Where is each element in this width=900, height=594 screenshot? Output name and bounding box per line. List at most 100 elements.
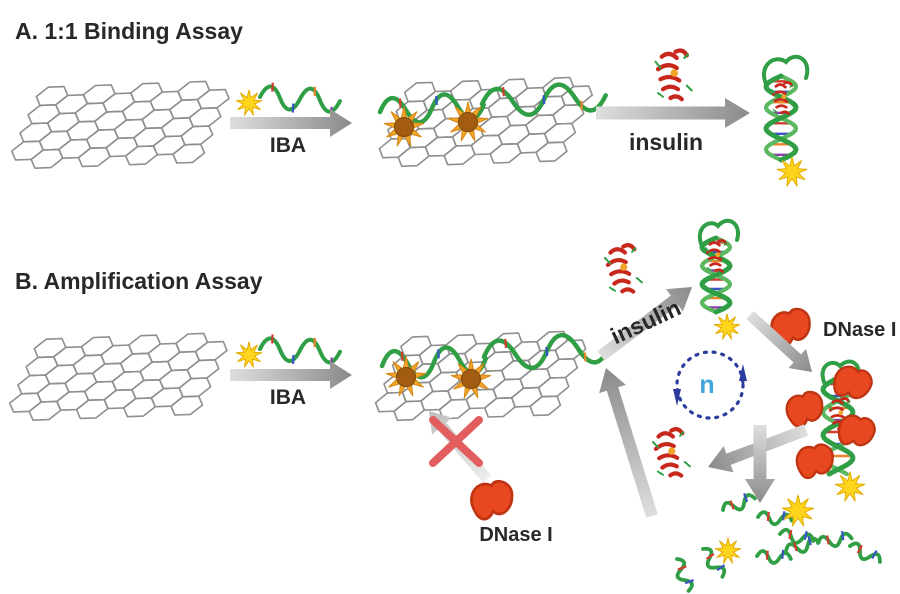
hexagon-cell	[167, 350, 201, 372]
reaction-arrow	[746, 310, 813, 372]
hexagon-cell	[492, 378, 525, 400]
base-tick	[677, 565, 687, 571]
hexagon-cell	[525, 114, 558, 135]
hexagon-cell	[147, 342, 181, 363]
base-tick	[826, 535, 830, 545]
insulin-addition-arrow	[596, 98, 750, 128]
iba-addition-arrow	[230, 361, 352, 389]
hexagon-cell	[449, 80, 483, 101]
released-insulin-molecule	[651, 427, 691, 478]
dnase-label-blocked: DNase I	[479, 524, 552, 546]
aptamer-strand	[481, 332, 612, 371]
base-tick	[743, 493, 749, 503]
amplification-cycle	[673, 350, 747, 420]
hexagon-cell	[72, 354, 106, 375]
aptamer-strand	[479, 82, 608, 117]
hexagon-cell	[483, 396, 516, 418]
hexagon-cell	[8, 392, 43, 413]
hexagon-cell	[424, 136, 457, 157]
dna-fragment	[784, 536, 821, 554]
hexagon-cell	[482, 350, 515, 372]
hexagon-cell	[85, 128, 119, 149]
hexagon-cell	[178, 377, 212, 398]
hexagon-cell	[113, 118, 147, 140]
hexagon-cell	[75, 398, 109, 420]
dnase-bound-complex	[785, 359, 876, 502]
graphene-iba-complex	[377, 76, 608, 168]
base-tick	[435, 95, 438, 105]
aptamer-loop	[762, 54, 810, 86]
reaction-arrow	[596, 98, 750, 128]
cycle-dashed-circle	[675, 350, 745, 420]
hexagon-cell	[510, 386, 543, 408]
hexagon-cell	[169, 98, 203, 120]
section-a-binding-assay	[10, 48, 810, 187]
hexagon-cell	[500, 359, 533, 381]
dna-fragment	[816, 530, 854, 548]
base-tick	[807, 536, 812, 546]
hexagon-cell	[58, 138, 92, 159]
hexagon-cell	[128, 334, 162, 355]
recycle-arrow	[599, 368, 658, 518]
hexagon-cell	[149, 90, 183, 111]
cycle-arrowhead-left	[673, 389, 681, 406]
hexagon-cell	[30, 148, 64, 169]
dnase-enzyme-icon	[785, 390, 824, 428]
hexagon-cell	[100, 344, 134, 365]
hexagon-cell	[124, 145, 158, 166]
insulin-aptamer-complex	[698, 218, 741, 340]
hexagon-cell	[172, 143, 206, 164]
base-tick	[705, 552, 715, 560]
dna-fragment	[701, 546, 727, 579]
hexagon-cell	[177, 80, 211, 101]
base-tick	[803, 530, 808, 541]
fluorophore-star	[776, 156, 808, 187]
hexagon-cell	[186, 358, 220, 380]
hexagon-cell	[122, 397, 156, 418]
hexagon-cell	[543, 122, 577, 144]
dna-fragment	[756, 510, 794, 527]
hexagon-cell	[35, 85, 69, 107]
base-tick	[398, 98, 402, 108]
hexagon-cell	[94, 110, 128, 131]
hexagon-cell	[19, 122, 53, 143]
base-tick	[542, 95, 546, 105]
graphene-sheet	[10, 80, 230, 169]
base-tick	[782, 511, 786, 521]
hexagon-cell	[77, 146, 111, 168]
fam-iba-probe	[235, 334, 342, 368]
hexagon-cell	[393, 400, 426, 422]
hexagon-cell	[400, 335, 432, 357]
aptamer-loop	[698, 218, 741, 248]
quencher-core	[458, 112, 478, 132]
hexagon-cell	[27, 104, 61, 125]
hexagon-cell	[56, 390, 90, 412]
hexagon-cell	[28, 400, 62, 422]
reaction-arrow	[597, 287, 693, 361]
insulin-aptamer-complex	[762, 54, 810, 187]
dnase-enzyme-icon	[470, 480, 514, 521]
fluorophore-star	[235, 89, 263, 116]
hexagon-cell	[160, 117, 194, 138]
cycle-arrowhead-right	[739, 364, 747, 381]
hexagon-cell	[443, 144, 476, 166]
hexagon-cell	[374, 391, 407, 413]
base-tick	[766, 511, 770, 521]
hexagon-cell	[403, 81, 437, 103]
digested-dna-fragments	[675, 493, 882, 593]
hexagon-cell	[46, 112, 80, 133]
base-tick	[729, 500, 735, 510]
base-tick	[856, 544, 863, 554]
blocked-digestion-path	[429, 410, 492, 483]
hexagon-cell	[44, 364, 78, 385]
hexagon-cell	[121, 100, 155, 121]
insulin-icon	[603, 243, 643, 294]
hexagon-cell	[170, 395, 204, 416]
hexagon-cell	[420, 390, 453, 411]
reaction-arrow	[230, 361, 352, 389]
dna-fragment	[848, 541, 882, 564]
dnase-enzyme	[470, 480, 514, 521]
hexagon-cell	[180, 125, 214, 146]
